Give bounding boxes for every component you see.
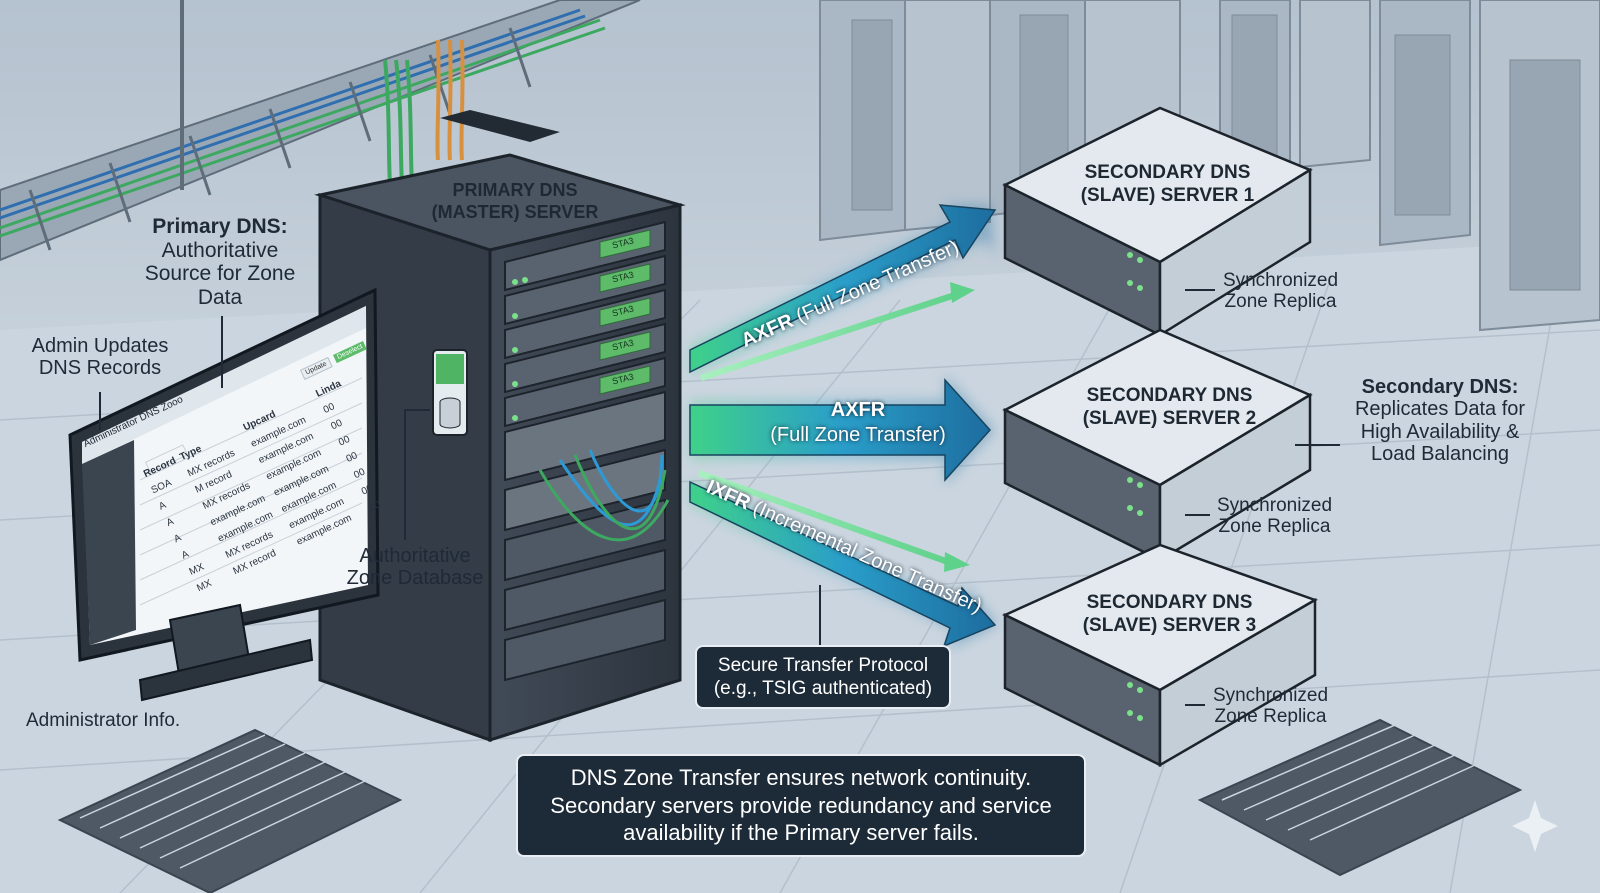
secondary-server-1-replica: Synchronized Zone Replica <box>1222 270 1339 313</box>
cable-tray <box>0 0 641 262</box>
secure-protocol-box: Secure Transfer Protocol (e.g., TSIG aut… <box>695 645 951 710</box>
admin-updates-label: Admin Updates DNS Records <box>31 335 169 380</box>
secondary-server-2-replica: Synchronized Zone Replica <box>1216 495 1333 538</box>
zone-database-label: Authoritative Zone Database <box>346 545 484 590</box>
primary-server-title: PRIMARY DNS (MASTER) SERVER <box>431 180 599 222</box>
secondary-server-3-shape <box>1002 543 1318 768</box>
arrow-middle-label: AXFR (Full Zone Transfer) <box>770 399 946 446</box>
secondary-server-3-title: SECONDARY DNS (SLAVE) SERVER 3 <box>1082 592 1257 636</box>
floor-vent-right <box>1197 718 1523 877</box>
transfer-arrows <box>689 204 998 650</box>
secondary-server-1-title: SECONDARY DNS (SLAVE) SERVER 1 <box>1080 162 1255 206</box>
secondary-dns-label-bold: Secondary DNS: <box>1361 376 1519 398</box>
summary-box: DNS Zone Transfer ensures network contin… <box>516 754 1086 857</box>
secondary-server-2-title: SECONDARY DNS (SLAVE) SERVER 2 <box>1082 385 1257 429</box>
primary-dns-label-desc: Authoritative Source for Zone Data <box>144 238 296 309</box>
sparkle-icon <box>1512 800 1558 852</box>
secondary-dns-label: Secondary DNS: Replicates Data for High … <box>1340 376 1540 466</box>
secondary-server-1-shape <box>1002 106 1313 338</box>
secondary-dns-label-desc: Replicates Data for High Availability & … <box>1354 398 1526 466</box>
administrator-info-label: Administrator Info. <box>26 710 181 731</box>
secondary-server-2-shape <box>1002 328 1313 563</box>
admin-monitor <box>68 287 380 702</box>
secondary-server-3-replica: Synchronized Zone Replica <box>1212 685 1329 728</box>
primary-dns-label-bold: Primary DNS: <box>152 215 288 238</box>
floor-vent-left <box>57 728 403 893</box>
primary-dns-label: Primary DNS: Authoritative Source for Zo… <box>130 215 310 309</box>
